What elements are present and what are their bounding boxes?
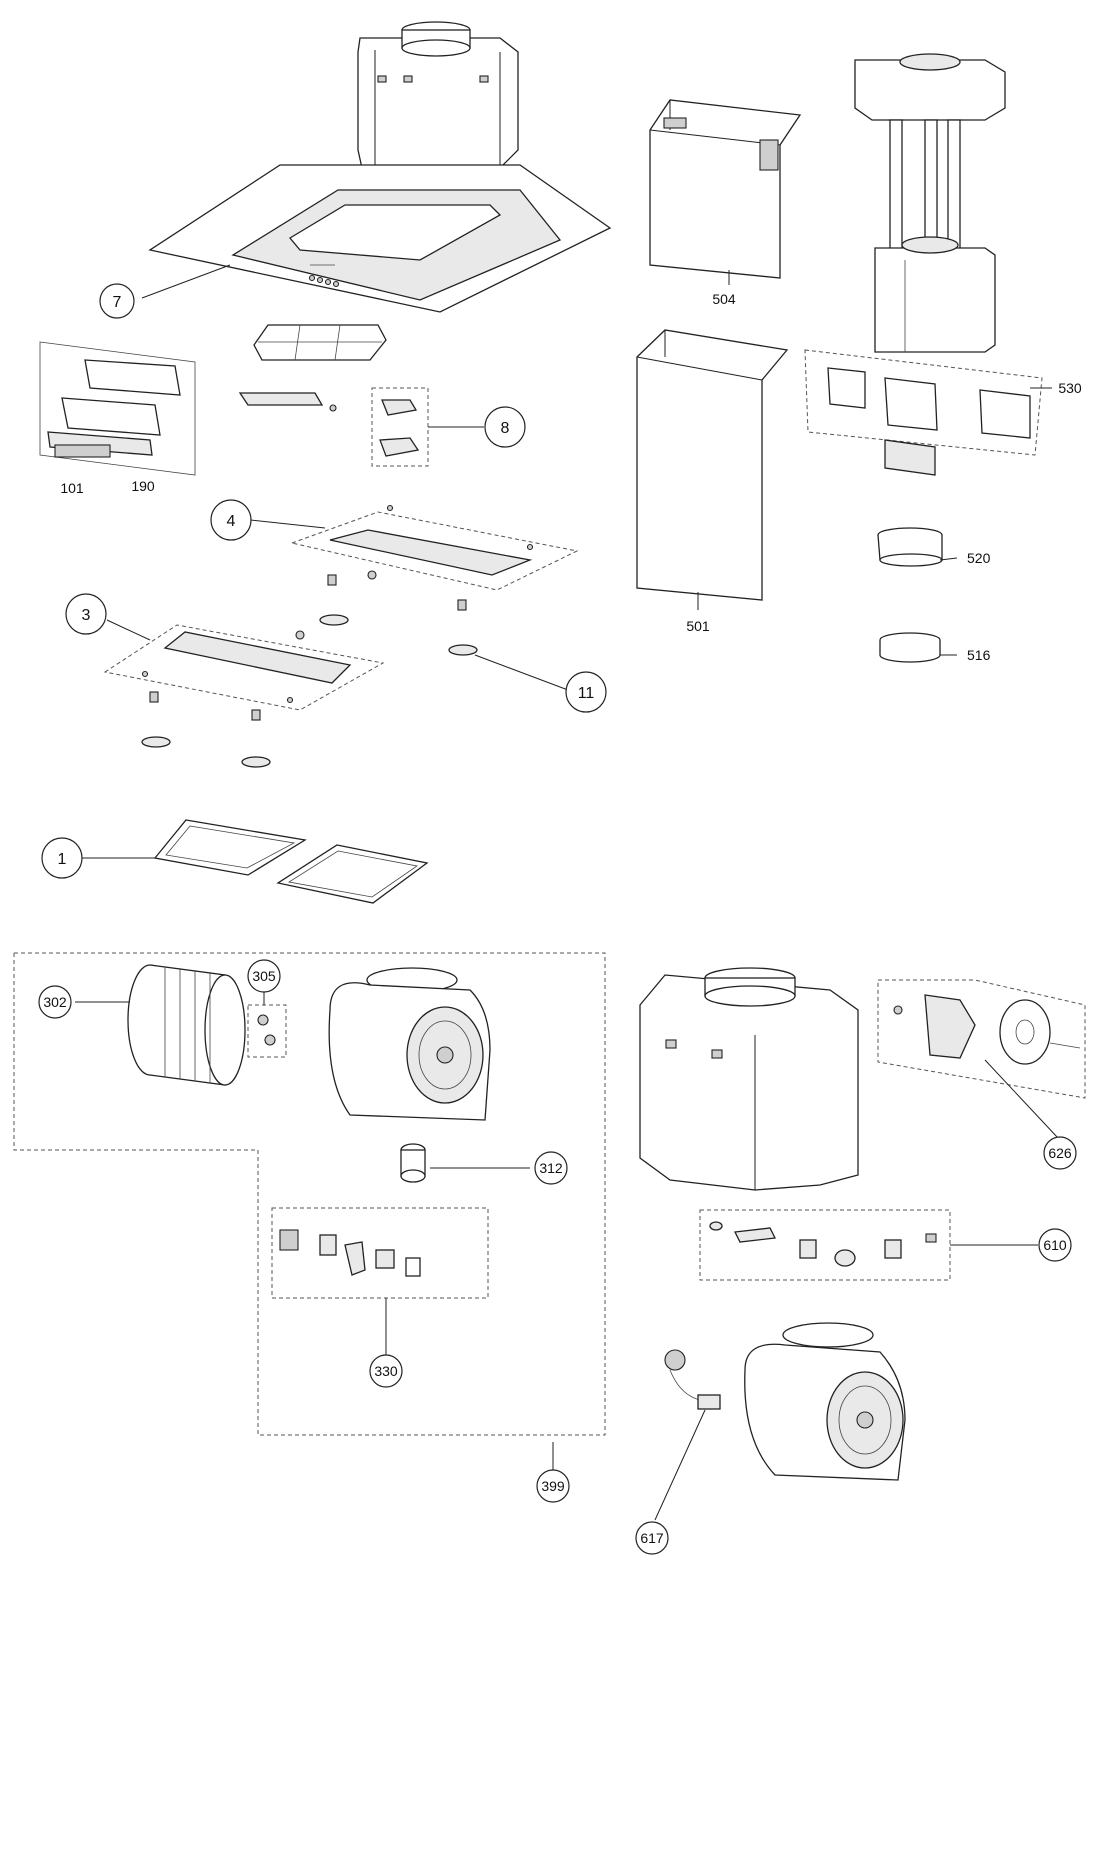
label-190: 190 [131,478,155,494]
motor-assembly-group: 302 305 312 [13,952,606,1503]
hardware-610: 610 [699,1209,1072,1281]
callout-617 [635,1521,669,1555]
callout-305 [247,959,281,993]
callout-7-label: 7 [113,294,122,311]
ring-516: 516 [879,632,991,663]
light-panel-3: 3 [65,593,385,711]
callout-1-label: 1 [58,851,67,868]
grease-filters: 1 [41,819,429,904]
label-504: 504 [712,291,736,307]
capacitor-312: 312 [400,1143,568,1185]
label-530: 530 [1058,380,1082,396]
upper-chimney: 504 [649,99,802,307]
callout-330-label: 330 [374,1363,398,1379]
switch-group: 8 [371,387,526,467]
callout-626 [1043,1136,1077,1170]
callout-8-label: 8 [501,420,510,437]
carbon-filter [253,324,387,361]
lower-chimney: 501 [636,329,789,634]
callout-312-label: 312 [539,1160,563,1176]
motor-parts-626: 626 [877,979,1086,1170]
adapter-group: 530 [804,349,1082,476]
callout-1 [41,837,83,879]
callout-3-label: 3 [82,607,91,624]
callout-305-label: 305 [252,968,276,984]
label-501: 501 [686,618,710,634]
blower-housing [328,967,491,1121]
callout-4-label: 4 [227,513,236,530]
screws-305: 305 [247,959,287,1058]
callout-399 [536,1469,570,1503]
control-board-group: 101 190 [39,341,196,496]
light-panel-4: 4 [210,499,579,591]
callout-4 [210,499,252,541]
small-parts-330: 330 [271,1207,489,1388]
callout-8 [484,406,526,448]
callout-7 [99,283,135,319]
callout-330 [369,1354,403,1388]
top-motor-housing [357,21,519,169]
callout-617-label: 617 [640,1530,664,1546]
lower-motor-housing [639,967,859,1191]
callout-610-label: 610 [1043,1237,1067,1253]
blower-617: 617 [635,1322,906,1555]
control-buttons [308,274,340,288]
callout-11-label: 11 [578,685,595,702]
label-520: 520 [967,550,991,566]
callout-302-label: 302 [43,994,67,1010]
impeller-302: 302 [38,964,246,1086]
lamps: 11 [141,570,607,768]
label-516: 516 [967,647,991,663]
callout-302 [38,985,72,1019]
label-101: 101 [60,480,84,496]
callout-312 [534,1151,568,1185]
callout-11 [565,671,607,713]
reducer-520: 520 [877,527,991,567]
callout-626-label: 626 [1048,1145,1072,1161]
callout-399-label: 399 [541,1478,565,1494]
glass-canopy: 7 [99,164,612,319]
canopy-bracket [238,392,337,412]
mounting-frame [854,53,1006,353]
callout-610 [1038,1228,1072,1262]
callout-3 [65,593,107,635]
